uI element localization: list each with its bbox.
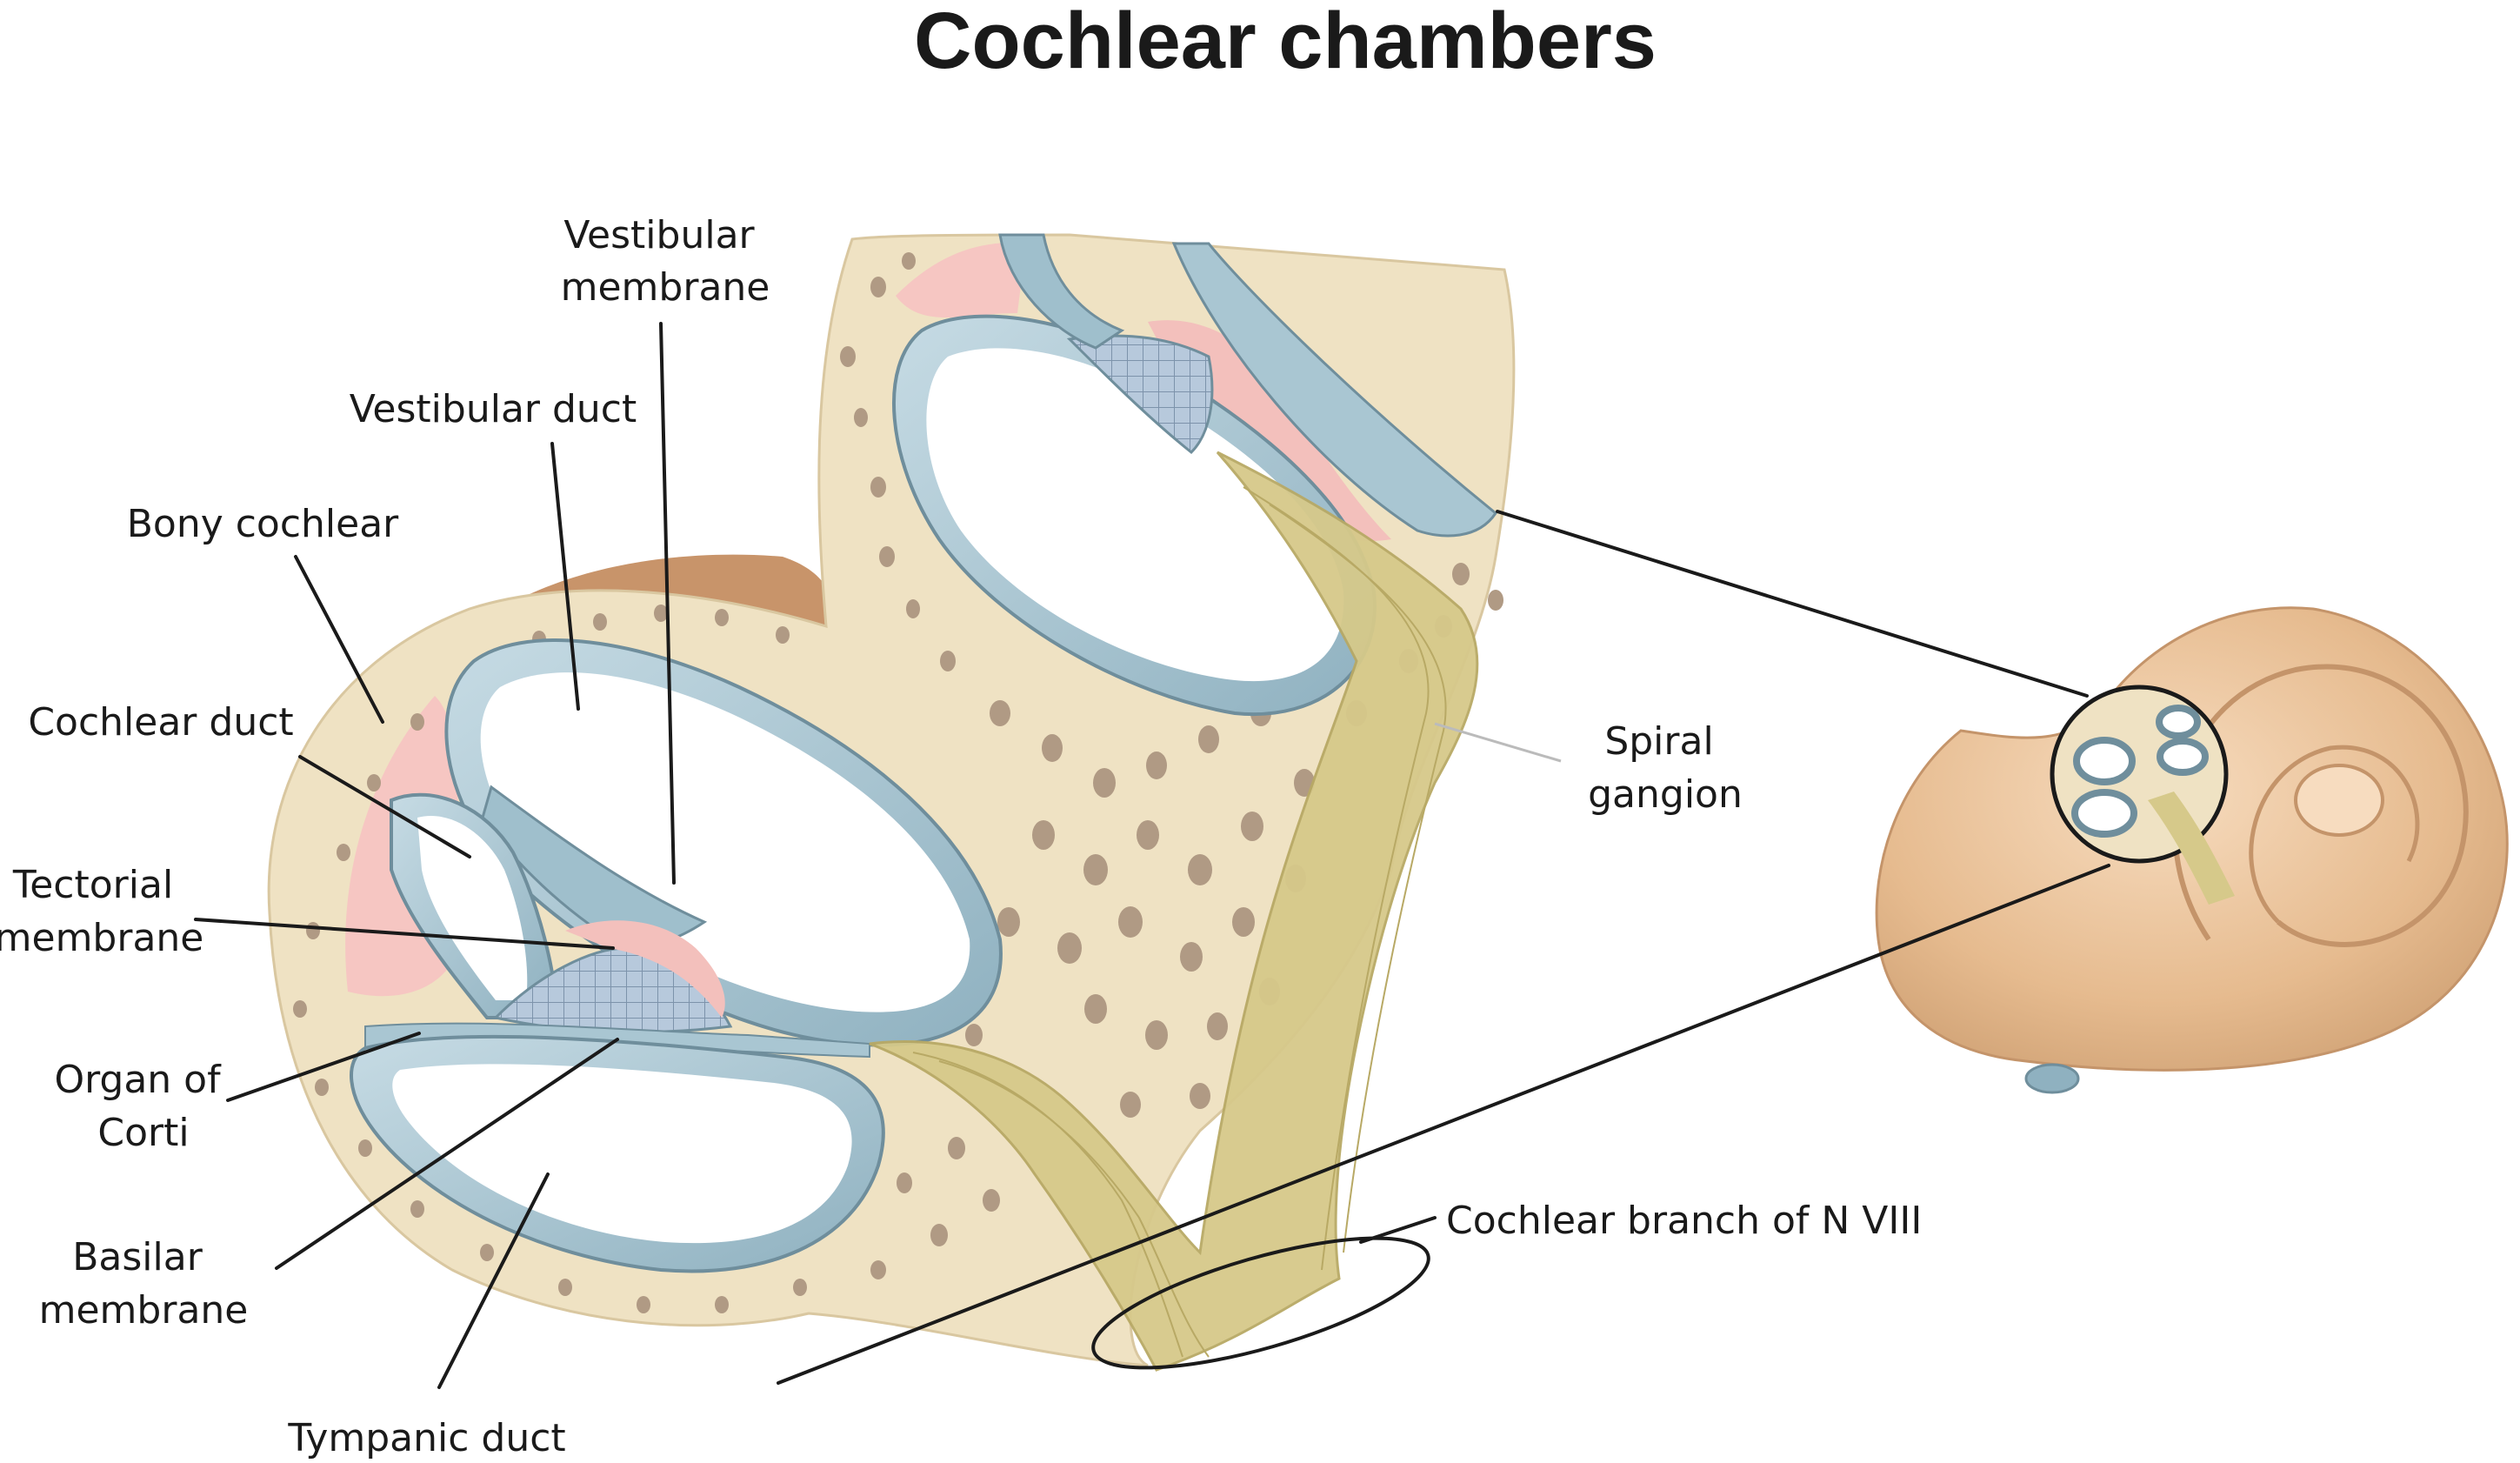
- nerve-fibers: [912, 486, 1447, 1358]
- label-spiral-ganglion: Spiral gangion: [1588, 719, 1743, 817]
- oval-window: [2024, 1063, 2080, 1094]
- cochlear-duct-lumen: [417, 816, 528, 1000]
- leader-cochlear-duct: [298, 755, 471, 858]
- label-cochlear-branch: Cochlear branch of N VIII: [1446, 1199, 1922, 1243]
- leader-spiral-ganglion: [1434, 722, 1562, 763]
- leader-tectorial-membrane: [194, 918, 615, 950]
- upper-membrane-band: [998, 233, 1125, 350]
- leader-vestibular-membrane: [659, 322, 676, 885]
- label-vestibular-membrane: Vestibular membrane: [561, 213, 770, 310]
- periosteum-upper: [896, 243, 1026, 317]
- upper-organ-mesh: [1066, 334, 1214, 455]
- nerve-highlight-loop: [1091, 1236, 1430, 1370]
- label-leaders: [194, 322, 1562, 1389]
- label-basilar-membrane: Basilar membrane: [39, 1235, 249, 1333]
- label-tectorial-membrane: Tectorial membrane: [0, 863, 203, 960]
- leader-cochlear-branch: [1359, 1216, 1437, 1244]
- leader-organ-of-corti: [226, 1032, 421, 1102]
- connector-lines: [777, 510, 2110, 1385]
- upper-turn-duct-lumen: [926, 348, 1344, 682]
- cochlea-cross-section: [267, 233, 1516, 1372]
- inset-ducts: [2071, 705, 2209, 838]
- label-tympanic-duct: Tympanic duct: [287, 1416, 565, 1460]
- label-organ-of-corti: Organ of Corti: [54, 1058, 232, 1155]
- vestibular-duct-lumen: [480, 672, 970, 1012]
- leader-vestibular-duct: [550, 442, 580, 711]
- tectorial-membrane-pink: [565, 920, 725, 1018]
- tympanic-duct-lumen: [392, 1064, 852, 1244]
- leader-basilar-membrane: [275, 1038, 619, 1270]
- labels: Vestibular membrane Vestibular duct Bony…: [0, 213, 1922, 1460]
- leader-tympanic-duct: [437, 1172, 550, 1389]
- label-bony-cochlear: Bony cochlear: [127, 502, 399, 546]
- label-cochlear-duct: Cochlear duct: [28, 700, 293, 745]
- upper-tectorial-band: [1171, 242, 1498, 538]
- diagram-title: Cochlear chambers: [914, 0, 1657, 85]
- zoom-connector-bottom: [777, 864, 2110, 1385]
- label-vestibular-duct: Vestibular duct: [350, 387, 637, 431]
- cochlea-spiral-inner: [2249, 745, 2420, 924]
- leader-bony-cochlear: [294, 555, 384, 724]
- cochlear-nerve-bundle: [869, 451, 1479, 1372]
- cochlea-shell-inset: [1875, 606, 2509, 1094]
- inset-nerve: [2148, 792, 2235, 905]
- cochlea-apex: [2294, 764, 2384, 837]
- zoom-connector-top: [1496, 510, 2089, 698]
